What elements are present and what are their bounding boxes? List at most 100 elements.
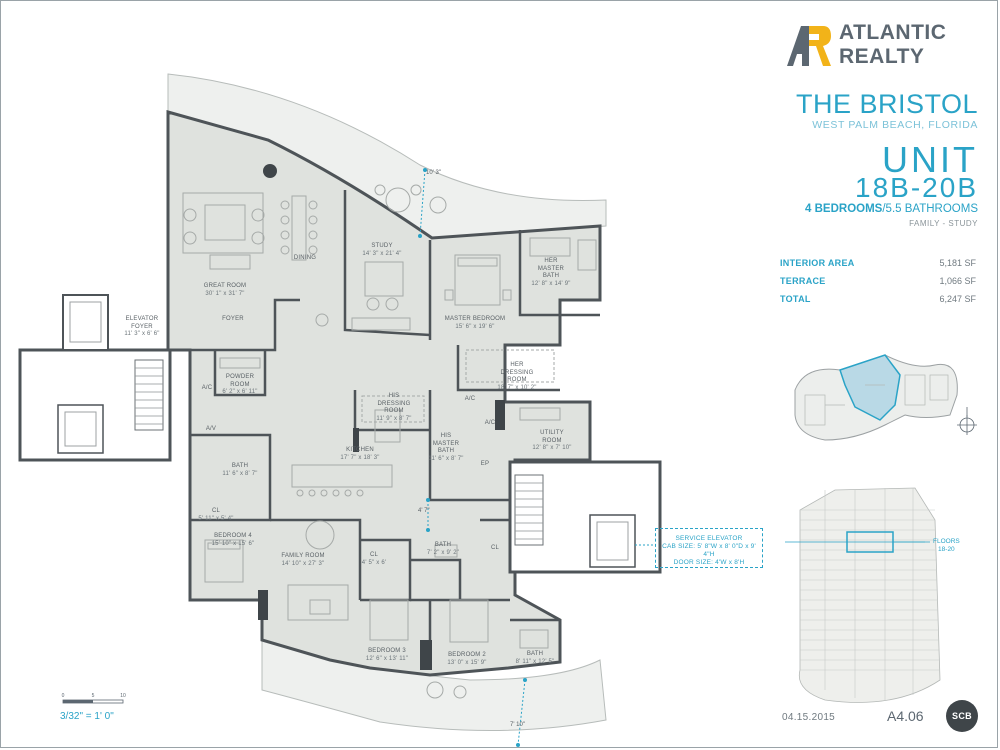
sheet-number: A4.06: [887, 708, 924, 724]
room-cl-3: CL: [491, 545, 499, 553]
logo-mark-icon: [787, 26, 831, 66]
room-name: BEDROOM 2: [448, 652, 486, 658]
unit-bedrooms: 4 BEDROOMS: [805, 203, 883, 215]
room-name: HER MASTER BATH: [537, 258, 565, 279]
room-name: BATH: [434, 542, 452, 548]
room-name: KITCHEN: [346, 447, 374, 453]
room-name: BATH: [526, 651, 544, 657]
room-av: A/V: [206, 426, 216, 434]
room-name: FOYER: [222, 316, 244, 322]
room-ac-1: A/C: [202, 385, 213, 393]
key-plan: [794, 354, 977, 441]
area-value: 5,181 SF: [939, 258, 976, 268]
room-dim: 15' 10" x 15' 6": [211, 540, 255, 547]
room-ac-2: A/C: [465, 396, 476, 404]
room-name: UTILITY ROOM: [540, 430, 564, 444]
scale-text: 3/32" = 1' 0": [60, 711, 114, 722]
room-dim: 8' 11" x 12' 5": [515, 658, 555, 665]
title-block: THE BRISTOL WEST PALM BEACH, FLORIDA UNI…: [748, 90, 978, 228]
building-location: WEST PALM BEACH, FLORIDA: [812, 119, 978, 131]
room-dim: 13' 0" x 15' 9": [447, 659, 487, 666]
room-name: MASTER BEDROOM: [444, 316, 506, 322]
unit-type: FAMILY - STUDY: [909, 219, 978, 228]
area-label: TOTAL: [780, 294, 811, 304]
drawing-date: 04.15.2015: [782, 712, 836, 723]
room-name: POWDER ROOM: [225, 374, 255, 388]
room-name: EP: [480, 461, 490, 467]
room-dim: 5' 11" x 5' 4": [198, 515, 234, 522]
area-value: 6,247 SF: [939, 294, 976, 304]
room-name: CL: [490, 545, 500, 551]
room-dim: 11' 6" x 8' 7": [428, 455, 464, 462]
area-value: 1,066 SF: [939, 276, 976, 286]
room-dim: 14' 10" x 27' 3": [281, 560, 325, 567]
room-name: HIS MASTER BATH: [432, 433, 460, 454]
scale-tick-10: 10: [120, 693, 126, 699]
room-name: DINING: [293, 255, 317, 261]
room-name: STUDY: [371, 243, 393, 249]
room-name: ELEVATOR FOYER: [125, 316, 159, 330]
unit-label: UNIT: [882, 139, 978, 180]
floor-plan: [18, 73, 662, 747]
room-name: BATH: [231, 463, 249, 469]
scale-bar: 0 5 10: [62, 693, 126, 704]
dimension-bottom: 7' 10": [510, 722, 525, 728]
service-elevator-cab: CAB SIZE: 5' 8"W x 8' 0"D x 9' 4"H: [662, 543, 756, 558]
service-elevator-door: DOOR SIZE: 4'W x 8'H: [673, 559, 745, 566]
building-name: THE BRISTOL: [795, 89, 978, 119]
room-name: CL: [211, 508, 221, 514]
scale-tick-5: 5: [92, 693, 95, 699]
room-dim: 12' 8" x 14' 9": [531, 280, 571, 287]
room-dining: DINING: [294, 255, 316, 263]
floors-value: 18-20: [938, 546, 955, 553]
room-dim: 11' 3" x 6' 6": [124, 331, 160, 337]
unit-rooms: 4 BEDROOMS/5.5 BATHROOMS: [748, 203, 978, 215]
room-name: BEDROOM 4: [214, 533, 252, 539]
room-dim: 18' 7" x 10' 2": [497, 384, 537, 391]
room-dim: 6' 2" x 6' 11": [222, 389, 258, 395]
room-dim: 17' 7" x 18' 3": [340, 454, 380, 461]
dimension-top: 10' 3": [426, 170, 441, 176]
room-dim: 12' 6" x 13' 11": [365, 655, 409, 662]
room-ac-3: A/C: [485, 420, 496, 428]
building-elevation: [785, 487, 941, 703]
room-dim: 14' 3" x 21' 4": [362, 250, 402, 257]
room-dim: 4' 5" x 6': [361, 559, 387, 566]
room-dim: 11' 9" x 8' 7": [376, 415, 412, 422]
logo-line-1: ATLANTIC: [839, 21, 947, 44]
room-name: A/C: [464, 396, 476, 402]
area-row: TOTAL 6,247 SF: [780, 290, 976, 308]
room-name: A/C: [484, 420, 496, 426]
room-name: CL: [369, 552, 379, 558]
atlantic-realty-logo: ATLANTIC REALTY: [785, 20, 985, 72]
dimension-mid: 4' 7": [418, 508, 430, 514]
floors-title: FLOORS: [933, 538, 960, 545]
service-elevator-title: SERVICE ELEVATOR: [675, 535, 743, 542]
room-dim: 12' 8" x 7' 10": [532, 445, 572, 451]
scale-tick-0: 0: [62, 693, 65, 699]
room-foyer: FOYER: [222, 316, 244, 324]
room-dim: 11' 6" x 8' 7": [222, 470, 258, 477]
room-name: FAMILY ROOM: [281, 553, 325, 559]
room-name: BEDROOM 3: [368, 648, 406, 654]
logo-line-2: REALTY: [839, 45, 925, 68]
